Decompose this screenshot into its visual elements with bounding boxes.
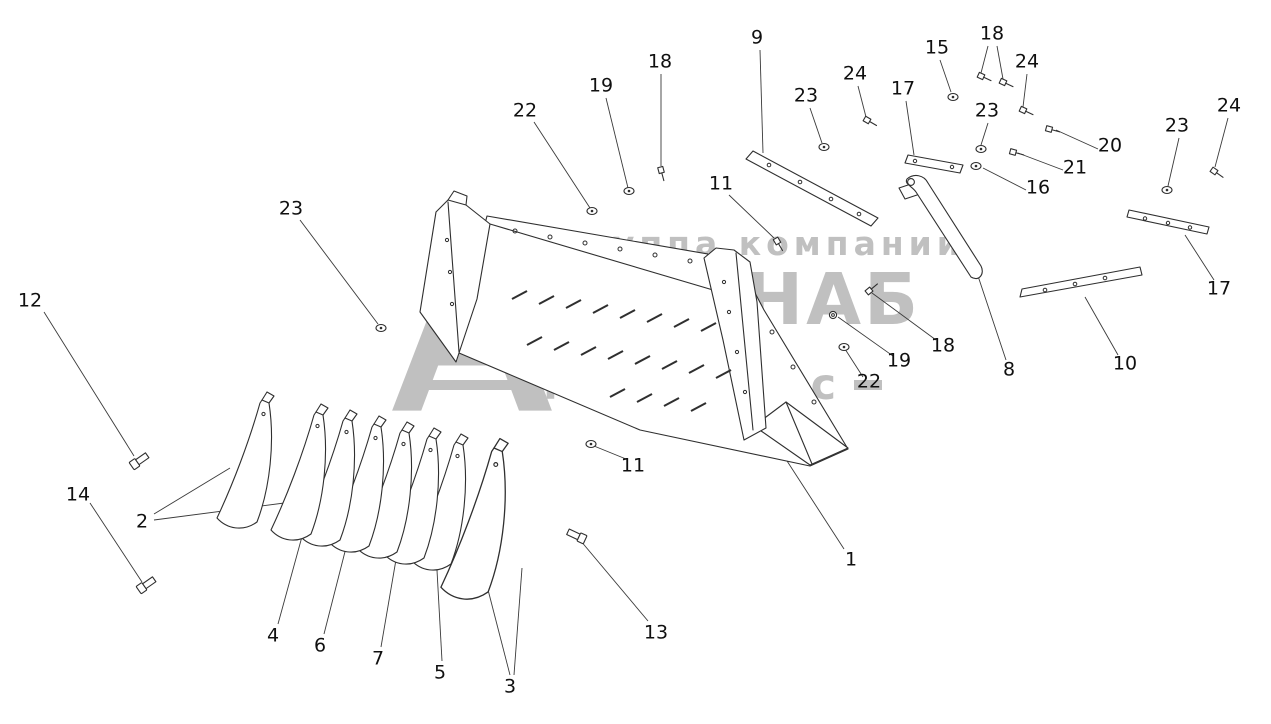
part-label-18: 18 xyxy=(647,50,673,73)
bolt-24 xyxy=(862,115,878,127)
bolt-24 xyxy=(1209,166,1224,178)
part-label-23: 23 xyxy=(974,99,1000,122)
washer-23 xyxy=(975,144,987,154)
part-label-14: 14 xyxy=(65,483,91,506)
part-label-6: 6 xyxy=(313,634,327,657)
part-label-13: 13 xyxy=(643,621,669,644)
part-label-11: 11 xyxy=(708,172,734,195)
strip-17-right xyxy=(1126,209,1210,235)
bolt-18 xyxy=(657,165,665,182)
nut-19 xyxy=(828,310,838,320)
fasteners xyxy=(128,71,1224,595)
part-label-11: 11 xyxy=(620,454,646,477)
link-17-middle xyxy=(904,154,964,174)
part-label-2: 2 xyxy=(135,510,149,533)
part-label-19: 19 xyxy=(886,349,912,372)
watermark-bar-left xyxy=(428,380,526,390)
part-label-18: 18 xyxy=(979,22,1005,45)
part-label-23: 23 xyxy=(793,84,819,107)
pan-assembly xyxy=(419,190,849,467)
part-label-24: 24 xyxy=(1216,94,1242,117)
bolt-12 xyxy=(128,452,150,471)
bolt-24 xyxy=(1018,105,1034,116)
washer-23 xyxy=(375,323,387,333)
washer-16 xyxy=(970,161,982,171)
bolt-11 xyxy=(772,236,784,252)
part-label-23: 23 xyxy=(278,197,304,220)
part-label-22: 22 xyxy=(512,99,538,122)
bolt-18 xyxy=(998,77,1014,88)
washer-23 xyxy=(1161,185,1173,195)
part-label-19: 19 xyxy=(588,74,614,97)
part-label-24: 24 xyxy=(842,62,868,85)
pan-right-fin xyxy=(703,247,767,441)
watermark-bar-right xyxy=(854,380,883,390)
bolt-13 xyxy=(566,528,588,545)
part-label-3: 3 xyxy=(503,675,517,698)
part-label-9: 9 xyxy=(750,26,764,49)
part-label-21: 21 xyxy=(1062,156,1088,179)
bolt-14 xyxy=(135,576,157,595)
washer-22 xyxy=(586,206,598,216)
part-label-10: 10 xyxy=(1112,352,1138,375)
washer-15 xyxy=(947,92,959,102)
part-label-18: 18 xyxy=(930,334,956,357)
bolt-18 xyxy=(864,283,878,296)
bolt-21 xyxy=(1008,148,1025,156)
washer-22 xyxy=(838,342,850,352)
pan-louvre-slots xyxy=(511,290,732,412)
part-label-17: 17 xyxy=(890,77,916,100)
bolt-20 xyxy=(1044,125,1061,133)
part-label-16: 16 xyxy=(1025,176,1051,199)
part-label-12: 12 xyxy=(17,289,43,312)
pan-holes xyxy=(512,228,817,405)
part-label-23: 23 xyxy=(1164,114,1190,137)
part-label-24: 24 xyxy=(1014,50,1040,73)
washer-19 xyxy=(623,186,635,196)
bolt-18 xyxy=(976,71,992,82)
part-label-7: 7 xyxy=(371,647,385,670)
part-label-4: 4 xyxy=(266,624,280,647)
part-label-5: 5 xyxy=(433,661,447,684)
strip-10 xyxy=(1019,266,1143,298)
part-label-15: 15 xyxy=(924,36,950,59)
lever-rod-8 xyxy=(898,174,983,280)
strip-9 xyxy=(745,150,879,227)
washer-23 xyxy=(818,142,830,152)
part-label-17: 17 xyxy=(1206,277,1232,300)
part-label-8: 8 xyxy=(1002,358,1016,381)
part-label-20: 20 xyxy=(1097,134,1123,157)
washer-11 xyxy=(585,439,597,449)
part-label-22: 22 xyxy=(856,370,882,393)
part-label-1: 1 xyxy=(844,548,858,571)
